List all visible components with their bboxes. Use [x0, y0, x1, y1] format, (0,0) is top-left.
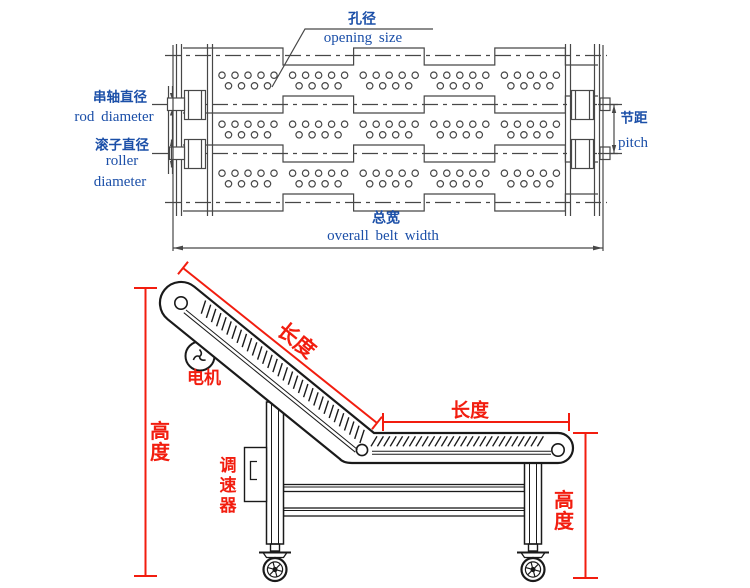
tail-pulley [550, 442, 565, 457]
opening-size-label-en: opening size [323, 29, 403, 46]
height-right-label: 高度 [554, 490, 574, 533]
belt-surface-detail [174, 295, 565, 457]
overall-width-label-zh: 总宽 [372, 209, 400, 226]
roller-diameter-label-en1: roller [105, 152, 139, 169]
center-lines [152, 54, 623, 204]
head-pulley [174, 295, 189, 310]
overall-width-label-en: overall belt width [327, 227, 439, 244]
stand-frame [243, 401, 549, 583]
belt-opening-holes [218, 71, 561, 188]
dimension-lines [170, 28, 622, 251]
speed-controller-label: 调速器 [219, 456, 237, 515]
height-left-label: 高度 [150, 421, 170, 464]
roller-diameter-label-zh: 滚子直径 [95, 137, 149, 153]
motor-fan-symbol [192, 348, 206, 361]
belt-body [158, 280, 575, 465]
red-dimension-lines [134, 261, 598, 579]
motor-label: 电机 [187, 368, 221, 388]
roller-diameter-label-en2: diameter [93, 173, 147, 190]
caster-wheels [259, 543, 549, 583]
belt-cleat-hatching [200, 300, 545, 447]
length-horizontal-label: 长度 [450, 400, 490, 422]
side-view-conveyor-drawing [134, 261, 598, 583]
rod-diameter-label-en: rod diameter [74, 108, 154, 125]
side-chains [166, 44, 611, 216]
pitch-label-en: pitch [618, 134, 648, 151]
length-incline-dim [182, 267, 378, 424]
left-leg [265, 401, 285, 545]
pitch-label-zh: 节距 [620, 110, 648, 126]
top-view-belt-drawing [152, 28, 623, 251]
dimension-arrowheads [169, 93, 617, 251]
opening-size-leader [271, 28, 433, 88]
rod-diameter-label-zh: 串轴直径 [93, 89, 147, 105]
right-leg [523, 460, 543, 545]
speed-controller-box [243, 446, 268, 503]
opening-size-label-zh: 孔径 [348, 10, 376, 27]
knee-pulley [355, 443, 369, 457]
